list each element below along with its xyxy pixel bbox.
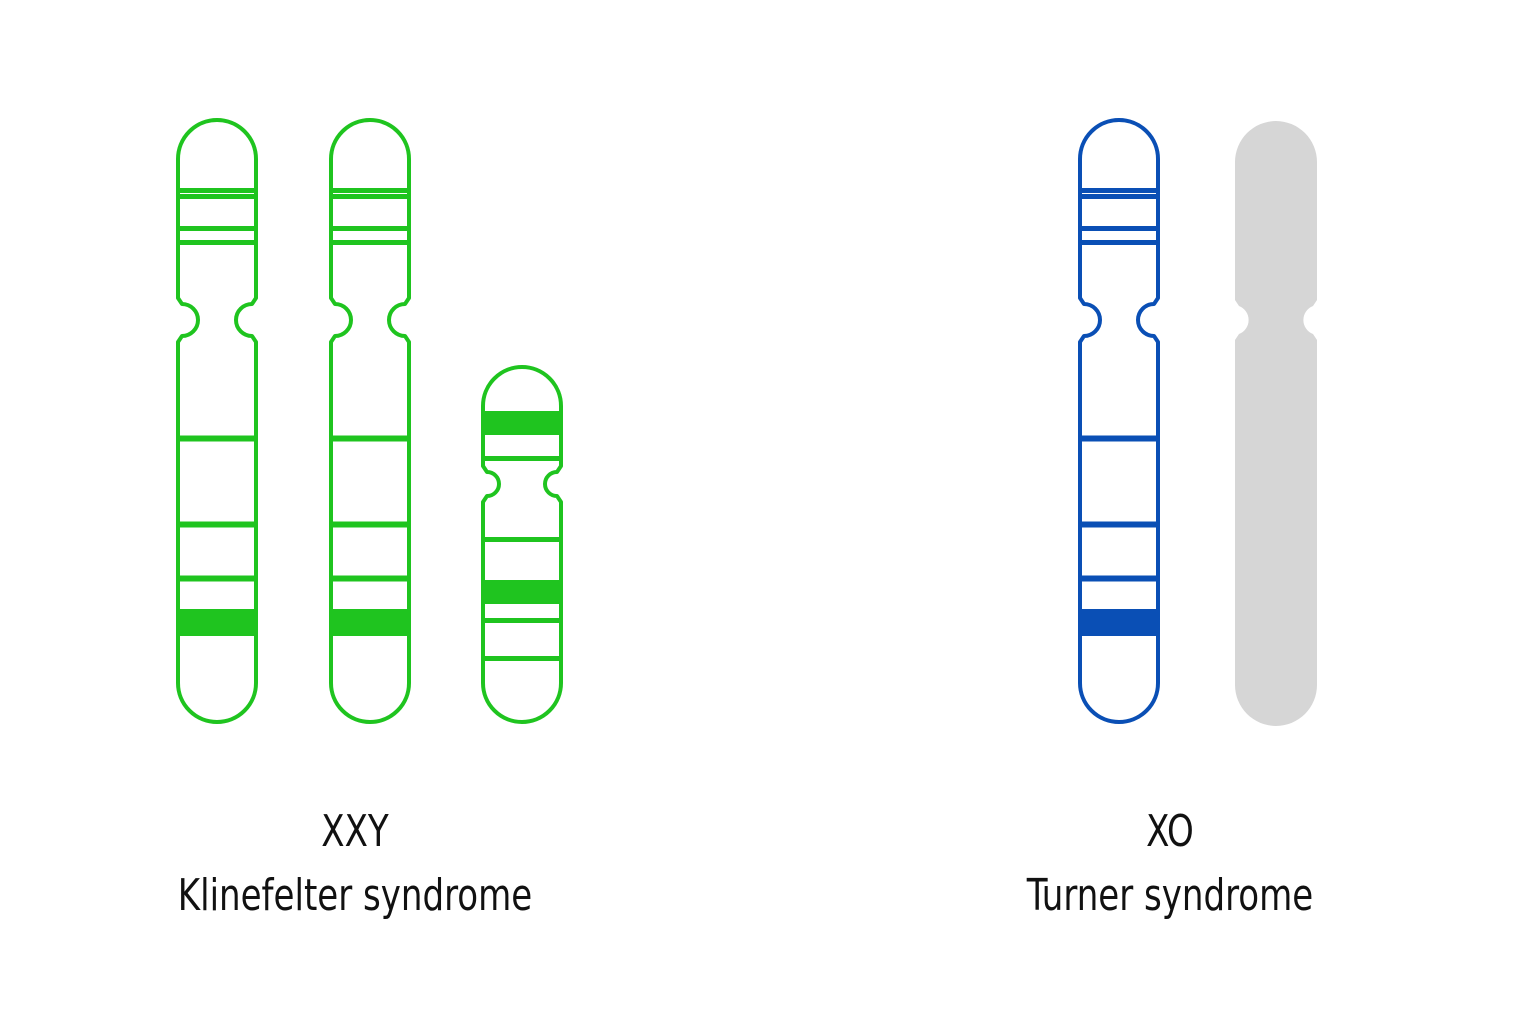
klinefelter-chromosome-1-x — [176, 118, 258, 724]
klinefelter-chromosome-2-x — [329, 118, 411, 724]
chromosome-band — [485, 537, 559, 542]
chromosome-band — [333, 240, 407, 245]
chromosome-outline — [481, 365, 563, 724]
chromosome-band — [180, 575, 254, 582]
klinefelter-chromosome-3-y — [481, 365, 563, 724]
chromosome-band — [180, 240, 254, 245]
chromosome-band — [333, 226, 407, 231]
chromosome-thick-band — [485, 411, 559, 435]
chromosome-band — [180, 435, 254, 442]
chromosome-band — [333, 188, 407, 193]
chromosome-band — [1082, 575, 1156, 582]
chromosome-band — [1082, 226, 1156, 231]
turner-chromosome-1-x — [1078, 118, 1160, 724]
chromosome-outline — [329, 118, 411, 724]
chromosome-band — [333, 194, 407, 199]
chromosome-band — [485, 656, 559, 661]
chromosome-band — [180, 521, 254, 528]
chromosome-band — [180, 226, 254, 231]
chromosome-band — [485, 618, 559, 623]
chromosome-thick-band — [333, 609, 407, 636]
chromosome-thick-band — [485, 580, 559, 604]
chromosome-band — [1082, 194, 1156, 199]
klinefelter-syndrome-label: Klinefelter syndrome — [177, 870, 533, 921]
chromosome-band — [333, 575, 407, 582]
chromosome-band — [333, 521, 407, 528]
turner-syndrome-label: Turner syndrome — [1026, 870, 1314, 921]
chromosome-outline — [1078, 118, 1160, 724]
chromosome-band — [485, 456, 559, 461]
turner-chromosome-2-missing — [1235, 121, 1317, 726]
turner-karyotype-label: XO — [1146, 806, 1194, 857]
chromosome-band — [1082, 521, 1156, 528]
chromosome-band — [1082, 435, 1156, 442]
chromosome-outline — [176, 118, 258, 724]
chromosome-thick-band — [180, 609, 254, 636]
chromosome-band — [180, 194, 254, 199]
chromosome-band — [1082, 240, 1156, 245]
chromosome-band — [333, 435, 407, 442]
chromosome-thick-band — [1082, 609, 1156, 636]
klinefelter-karyotype-label: XXY — [321, 806, 389, 857]
chromosome-band — [180, 188, 254, 193]
chromosome-band — [1082, 188, 1156, 193]
